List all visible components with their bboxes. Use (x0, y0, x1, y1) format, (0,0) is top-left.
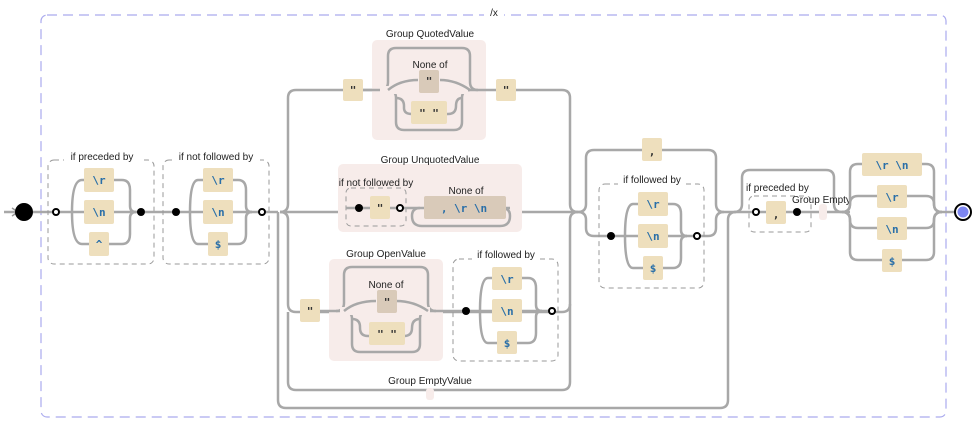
literal-line-start (89, 232, 109, 256)
lookbehind-box (748, 195, 812, 233)
lookahead-end-node (548, 307, 556, 315)
lookahead-label: if followed by (477, 250, 535, 261)
negated-quote (419, 70, 439, 93)
svg-text:": " (426, 75, 433, 88)
lookbehind-label: if preceded by (746, 183, 809, 194)
svg-text:\r: \r (646, 198, 660, 211)
lookahead-start-node (355, 204, 363, 212)
lookahead-start-node (607, 232, 615, 240)
lookbehind-label: if preceded by (71, 152, 134, 163)
literal-line-end (882, 249, 902, 272)
svg-text:\n: \n (500, 305, 513, 318)
lookahead-label: if not followed by (179, 152, 254, 163)
literal-line-end (497, 331, 517, 354)
lookahead-end-node (693, 232, 701, 240)
lookahead-label: if not followed by (339, 178, 414, 189)
literal-line-end (208, 232, 228, 256)
svg-text:" ": " " (377, 328, 397, 341)
literal-crlf (862, 153, 922, 176)
svg-text:$: $ (650, 262, 657, 275)
svg-text:\r: \r (885, 191, 899, 204)
literal-line-end (643, 256, 663, 280)
lookahead-label: if followed by (623, 175, 681, 186)
lookbehind-start-node (52, 208, 60, 216)
none-of-label: None of (448, 186, 483, 197)
literal-comma (766, 201, 786, 224)
svg-text:^: ^ (96, 238, 103, 251)
svg-text:": " (377, 202, 384, 215)
end-node-fill (957, 206, 969, 218)
literal-open-quote (343, 79, 363, 101)
literal-quote (370, 196, 390, 219)
svg-text:": " (384, 296, 391, 309)
group-unquotedvalue-label: Group UnquotedValue (381, 155, 480, 166)
svg-text:\r: \r (92, 174, 106, 187)
literal-cr (492, 267, 522, 290)
group-openvalue-label: Group OpenValue (346, 249, 426, 260)
svg-text:$: $ (889, 255, 896, 268)
svg-text:, \r \n: , \r \n (441, 202, 487, 215)
literal-escaped-quote (411, 101, 447, 124)
lookahead-end-node (258, 208, 266, 216)
regex-outer-box (40, 14, 947, 418)
literal-lf (638, 224, 668, 248)
literal-escaped-quote (369, 322, 405, 345)
lookahead-end-node (396, 204, 404, 212)
svg-text:\n: \n (885, 223, 898, 236)
lookbehind-end-node (793, 208, 801, 216)
svg-text:\r: \r (211, 174, 225, 187)
literal-cr (638, 192, 668, 216)
group-quotedvalue-label: Group QuotedValue (386, 29, 475, 40)
literal-lf (203, 200, 233, 224)
group-emptyvalue-label: Group EmptyValue (388, 376, 472, 387)
svg-text:": " (350, 84, 357, 97)
svg-text:\r \n: \r \n (875, 159, 908, 172)
svg-text:" ": " " (419, 107, 439, 120)
literal-cr (84, 168, 114, 192)
svg-text:\r: \r (500, 273, 514, 286)
literal-comma (642, 138, 662, 161)
svg-text:": " (307, 305, 314, 318)
svg-text:$: $ (504, 337, 511, 350)
svg-text:\n: \n (211, 206, 224, 219)
lookahead-start-node (172, 208, 180, 216)
svg-text:": " (503, 84, 510, 97)
literal-lf (877, 217, 907, 240)
group-emptyvalue (426, 388, 434, 400)
none-of-label: None of (368, 280, 403, 291)
start-node (15, 203, 33, 221)
literal-cr (877, 185, 907, 208)
lookahead-start-node (462, 307, 470, 315)
svg-text:\n: \n (646, 230, 659, 243)
literal-close-quote (496, 79, 516, 101)
negated-chars (424, 196, 506, 219)
lookbehind-end-node (137, 208, 145, 216)
literal-open-quote (300, 299, 320, 322)
svg-text:$: $ (215, 238, 222, 251)
regex-title: /x (490, 8, 498, 19)
svg-text:\n: \n (92, 206, 105, 219)
literal-cr (203, 168, 233, 192)
lookbehind-start-node (752, 208, 760, 216)
group-empty (819, 204, 827, 220)
literal-lf (84, 200, 114, 224)
group-empty-label: Group Empty (792, 195, 851, 206)
literal-lf (492, 299, 522, 322)
svg-text:,: , (649, 145, 656, 158)
negated-quote (377, 290, 397, 313)
none-of-label: None of (412, 60, 447, 71)
svg-text:,: , (773, 208, 780, 221)
